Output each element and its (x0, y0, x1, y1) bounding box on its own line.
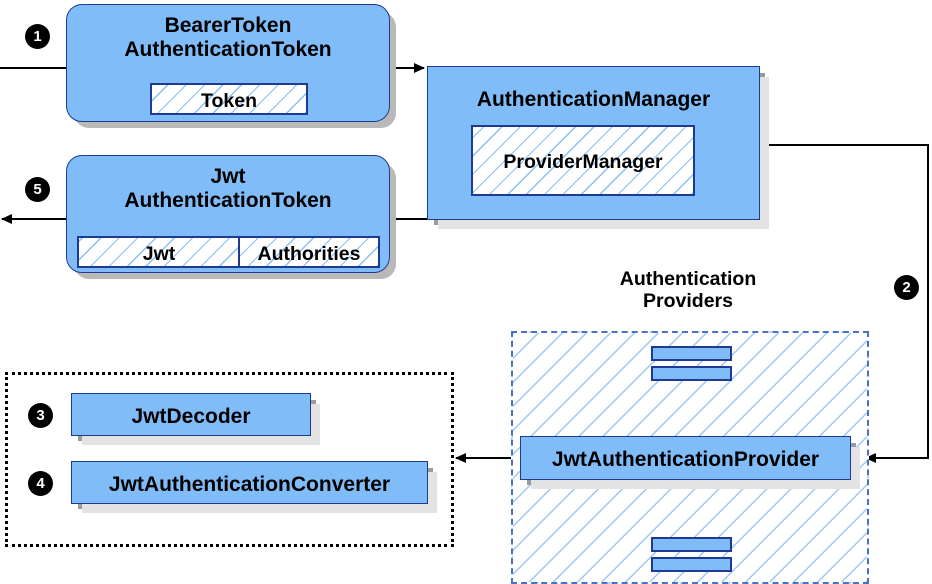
compartment-label-token: Token (201, 90, 257, 112)
compartment-label-authorities: Authorities (257, 243, 361, 265)
bearer-token-compartment-token: Token (150, 83, 308, 115)
authentication-providers-caption: Authentication Providers (619, 268, 757, 313)
badge-3: 3 (28, 403, 53, 428)
jwt-decoder-label: JwtDecoder (131, 405, 251, 428)
node-jwt-authentication-converter[interactable]: JwtAuthenticationConverter (71, 461, 428, 504)
authentication-manager-compartment-provider-manager: ProviderManager (471, 125, 695, 196)
provider-bar-bottom-2[interactable] (651, 557, 732, 572)
node-jwt-authentication-token[interactable]: Jwt AuthenticationToken Jwt Authorities (66, 155, 390, 273)
node-jwt-authentication-provider[interactable]: JwtAuthenticationProvider (520, 436, 851, 480)
node-bearer-token-authentication-token[interactable]: BearerToken AuthenticationToken Token (66, 4, 390, 122)
provider-bar-top-1[interactable] (651, 346, 732, 361)
jwt-token-compartment-jwt: Jwt (77, 236, 241, 268)
jwt-authentication-provider-label: JwtAuthenticationProvider (551, 448, 820, 471)
compartment-label-provider-manager: ProviderManager (503, 151, 663, 173)
bearer-token-title: BearerToken AuthenticationToken (124, 14, 332, 61)
jwt-token-title: Jwt AuthenticationToken (124, 165, 332, 212)
badge-5: 5 (25, 177, 50, 202)
provider-bar-bottom-1[interactable] (651, 537, 732, 552)
jwt-authentication-converter-label: JwtAuthenticationConverter (108, 473, 391, 496)
authentication-manager-title: AuthenticationManager (476, 88, 711, 111)
badge-1: 1 (25, 24, 50, 49)
compartment-label-jwt: Jwt (142, 243, 176, 265)
jwt-token-compartment-authorities: Authorities (238, 236, 380, 268)
provider-bar-top-2[interactable] (651, 366, 732, 381)
node-jwt-decoder[interactable]: JwtDecoder (71, 393, 311, 436)
badge-2: 2 (894, 275, 919, 300)
badge-4: 4 (28, 471, 53, 496)
node-authentication-manager[interactable]: AuthenticationManager ProviderManager (427, 66, 760, 220)
